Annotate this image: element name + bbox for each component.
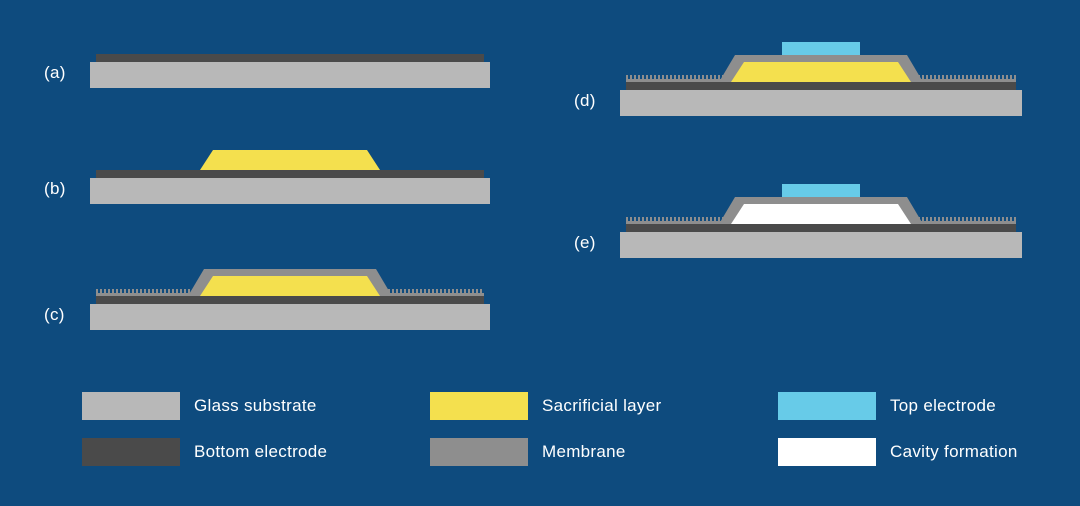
glass-substrate-layer [90, 178, 490, 204]
legend-swatch-glass-substrate [82, 392, 180, 420]
legend-item-glass-substrate: Glass substrate [82, 392, 317, 420]
process-step-c: (c) [44, 269, 490, 330]
sacrificial-layer [200, 150, 380, 170]
legend-label: Cavity formation [890, 442, 1018, 461]
legend-item-cavity-formation: Cavity formation [778, 438, 1018, 466]
glass-substrate-layer [90, 62, 490, 88]
legend-label: Membrane [542, 442, 626, 461]
process-step-a: (a) [44, 54, 490, 88]
bottom-electrode-layer [626, 224, 1016, 232]
legend-swatch-membrane [430, 438, 528, 466]
legend-swatch-top-electrode [778, 392, 876, 420]
bottom-electrode-layer [96, 170, 484, 178]
sacrificial-layer [200, 276, 380, 296]
legend-swatch-cavity-formation [778, 438, 876, 466]
process-step-d: (d) [574, 42, 1022, 116]
legend-label: Sacrificial layer [542, 396, 662, 415]
step-b-label: (b) [44, 179, 66, 198]
step-d-label: (d) [574, 91, 596, 110]
top-electrode-layer [782, 184, 860, 197]
process-step-b: (b) [44, 150, 490, 204]
step-c-label: (c) [44, 305, 65, 324]
bottom-electrode-layer [96, 54, 484, 62]
step-a-label: (a) [44, 63, 66, 82]
bottom-electrode-layer [96, 296, 484, 304]
legend-swatch-sacrificial-layer [430, 392, 528, 420]
step-e-label: (e) [574, 233, 596, 252]
legend-item-top-electrode: Top electrode [778, 392, 996, 420]
glass-substrate-layer [90, 304, 490, 330]
glass-substrate-layer [620, 90, 1022, 116]
top-electrode-layer [782, 42, 860, 55]
legend-item-membrane: Membrane [430, 438, 626, 466]
legend-label: Bottom electrode [194, 442, 328, 461]
glass-substrate-layer [620, 232, 1022, 258]
legend-label: Glass substrate [194, 396, 317, 415]
legend-label: Top electrode [890, 396, 996, 415]
sacrificial-layer [731, 62, 911, 82]
legend-item-sacrificial-layer: Sacrificial layer [430, 392, 661, 420]
cavity-formation [731, 204, 911, 224]
bottom-electrode-layer [626, 82, 1016, 90]
legend-swatch-bottom-electrode [82, 438, 180, 466]
legend-item-bottom-electrode: Bottom electrode [82, 438, 327, 466]
process-step-e: (e) [574, 184, 1022, 258]
